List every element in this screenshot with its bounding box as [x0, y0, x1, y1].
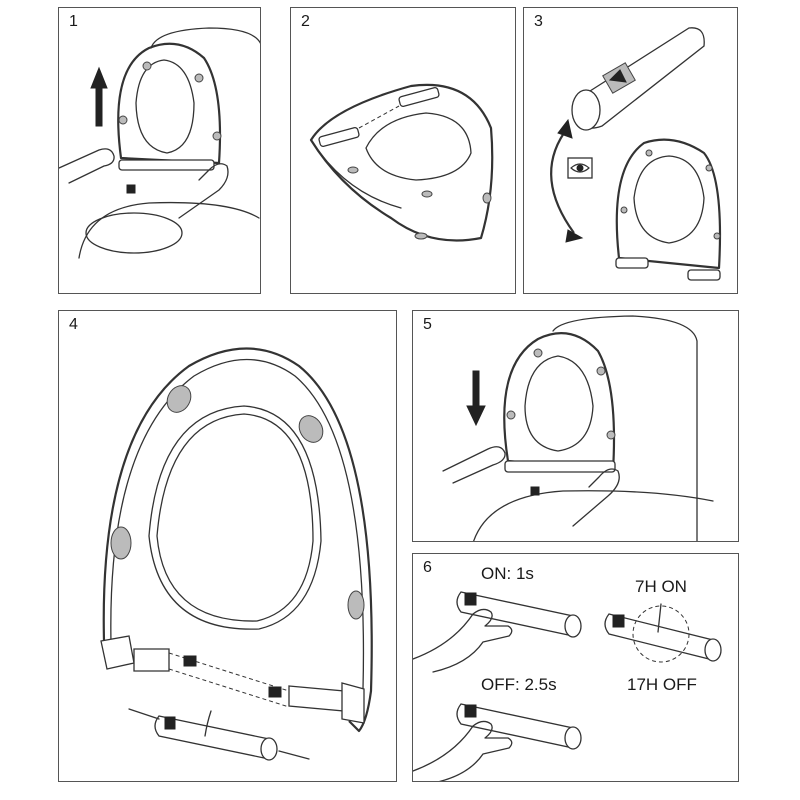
hinge-left	[100, 635, 135, 670]
seat-bumper	[596, 366, 606, 376]
seat-bumper	[118, 115, 128, 125]
seat-edge	[312, 142, 402, 209]
seat-lid	[503, 332, 616, 473]
insert-arrow	[128, 708, 160, 720]
seat-bumper	[620, 206, 628, 214]
seat-lid	[102, 347, 373, 733]
down-arrow-icon	[466, 370, 486, 427]
seat-bumper	[421, 190, 433, 198]
right-hand	[572, 468, 620, 527]
seat-opening	[524, 355, 594, 452]
hinge-axis	[358, 105, 400, 129]
panel-step-4: 4	[58, 310, 397, 782]
step-number: 3	[534, 13, 543, 30]
insert-arrow	[278, 750, 310, 760]
seat-opening	[135, 59, 195, 154]
left-hand	[59, 148, 115, 184]
up-arrow-icon	[90, 66, 108, 127]
module-left	[615, 257, 649, 269]
arrow-head	[557, 118, 573, 139]
module-end-cap	[571, 89, 601, 131]
seat-lid-inner	[110, 358, 365, 690]
timer-cycle-circle	[632, 605, 690, 663]
step-1-illustration	[59, 27, 260, 259]
seat-bumper	[645, 149, 653, 157]
seat-bumper	[298, 415, 324, 443]
step-5-illustration	[442, 315, 714, 541]
seat-bumper	[713, 232, 721, 240]
seat-opening	[148, 405, 322, 630]
hinge-bar	[504, 460, 616, 473]
slot-clip	[183, 655, 197, 667]
hinge-post	[530, 486, 540, 496]
module-right	[687, 269, 721, 281]
step-number: 1	[69, 13, 78, 30]
toilet-bowl	[473, 490, 714, 541]
timer-off-label: 17H OFF	[627, 675, 697, 694]
panel-step-5: 5	[412, 310, 739, 542]
seat-bumper	[166, 385, 192, 413]
step-4-illustration	[100, 347, 373, 761]
module-off	[456, 703, 582, 750]
panel-step-6: 6 ON: 1s OFF: 2.5s 7H ON 17H OFF	[412, 553, 739, 782]
seat-bumper	[705, 164, 713, 172]
panel-step-2: 2	[290, 7, 516, 294]
right-hand	[178, 163, 229, 219]
panel-step-3: 3	[523, 7, 738, 294]
toilet-tank	[150, 27, 260, 49]
slot-clip	[268, 686, 282, 698]
seat-bumper	[347, 166, 359, 174]
insert-arrow	[204, 710, 212, 737]
module-button	[164, 716, 176, 730]
seat-bumper	[212, 131, 222, 141]
step-2-illustration	[309, 83, 494, 242]
on-duration-label: ON: 1s	[481, 564, 534, 583]
hinge-left	[318, 127, 360, 147]
hinge-sleeve	[133, 648, 170, 672]
seat-bumper	[506, 410, 516, 420]
hinge-right	[398, 87, 440, 107]
hinge-right	[341, 682, 365, 724]
curved-arrow	[550, 132, 575, 234]
left-hand	[442, 446, 506, 484]
timer-hand	[657, 603, 662, 633]
step-number: 2	[301, 13, 310, 30]
toilet-bowl	[78, 201, 260, 259]
arrow-head	[565, 229, 584, 243]
seat-bumper	[347, 590, 365, 620]
hinge-sleeve	[288, 685, 345, 712]
module-on	[456, 591, 582, 638]
seat-bumper	[414, 232, 428, 240]
seat-bumper	[194, 73, 204, 83]
seat-lid	[615, 138, 722, 270]
seat-opening	[365, 112, 472, 181]
seat-bumper	[606, 430, 616, 440]
off-duration-label: OFF: 2.5s	[481, 675, 557, 694]
step-number: 4	[69, 316, 78, 333]
panel-step-1: 1	[58, 7, 261, 294]
seat-lid	[117, 42, 222, 165]
module-end-cap	[260, 737, 278, 761]
hinge-post	[126, 184, 136, 194]
hinge-bar	[118, 159, 215, 171]
seat-opening-inner	[156, 413, 314, 622]
module-timer	[604, 613, 722, 662]
timer-on-label: 7H ON	[635, 577, 687, 596]
seat-bumper	[482, 192, 492, 204]
step-3-illustration	[550, 27, 722, 281]
step-number: 5	[423, 316, 432, 333]
step-6-illustration	[413, 591, 722, 781]
step-number: 6	[423, 559, 432, 576]
hand-pressing-off	[413, 720, 513, 781]
hand-pressing-on	[413, 608, 513, 673]
seat-opening	[633, 155, 705, 244]
toilet-tank	[552, 315, 698, 541]
seat-bumper	[110, 526, 132, 560]
seat-lid-flat	[309, 83, 494, 242]
module-arrow-icon	[608, 69, 627, 83]
eye-icon	[567, 157, 593, 179]
seat-bumper	[533, 348, 543, 358]
seat-bumper	[142, 61, 152, 71]
bowl-rim	[85, 212, 183, 254]
